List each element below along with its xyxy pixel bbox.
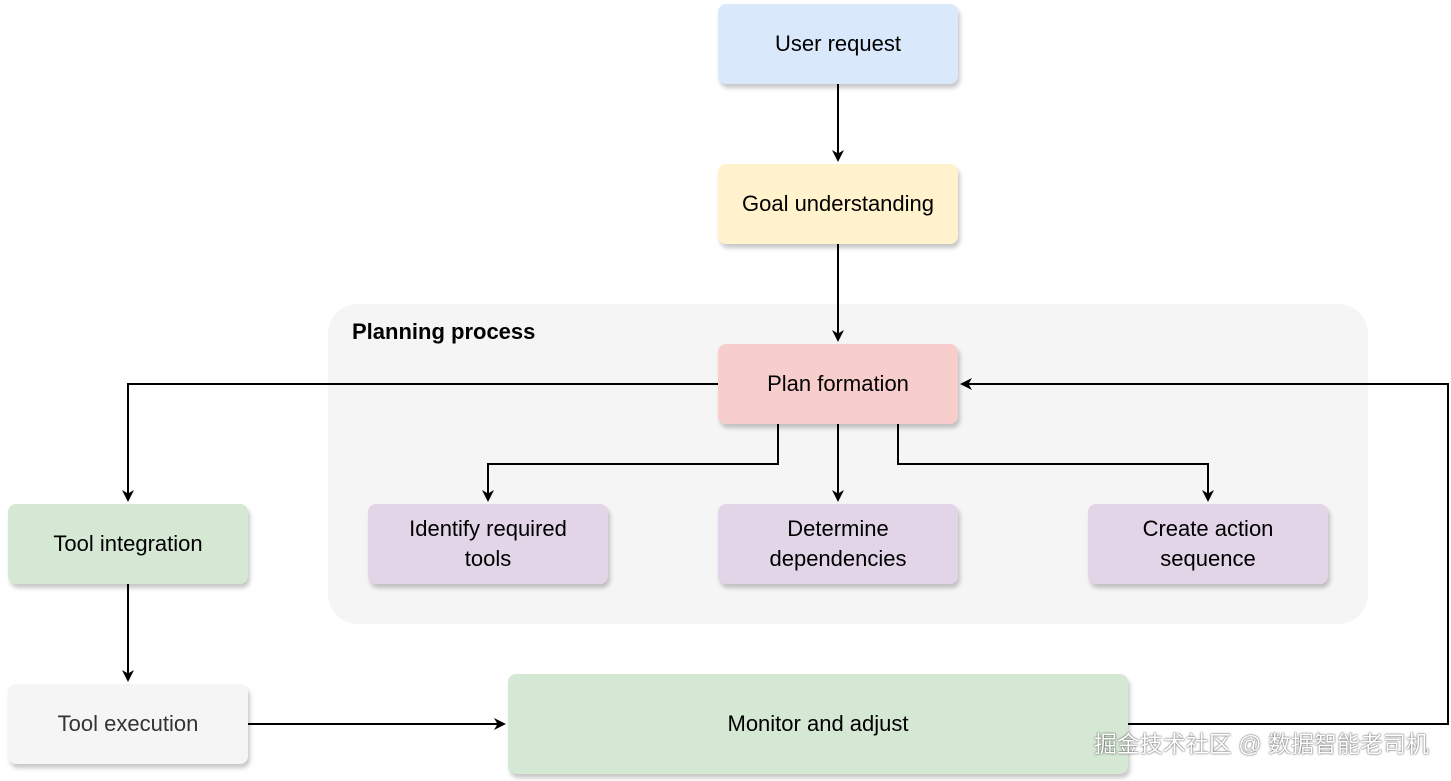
user-request-node[interactable]: User request — [718, 4, 958, 84]
watermark-text: 掘金技术社区 @ 数据智能老司机 — [1093, 731, 1429, 757]
identify-required-tools-node[interactable]: Identify required tools — [368, 504, 608, 584]
tool-integration-label: Tool integration — [53, 531, 203, 556]
monitor-and-adjust-label: Monitor and adjust — [727, 711, 909, 736]
determine-dependencies-label-line-1: Determine — [787, 516, 889, 541]
create-action-sequence-label-line-2: sequence — [1160, 546, 1256, 571]
tool-integration-node[interactable]: Tool integration — [8, 504, 248, 584]
tool-execution-label: Tool execution — [57, 711, 199, 736]
create-action-sequence-node[interactable]: Create action sequence — [1088, 504, 1328, 584]
goal-understanding-node[interactable]: Goal understanding — [718, 164, 958, 244]
identify-tools-label-line-1: Identify required — [409, 516, 567, 541]
goal-understanding-label: Goal understanding — [741, 191, 935, 216]
user-request-label: User request — [775, 31, 901, 56]
monitor-and-adjust-node[interactable]: Monitor and adjust — [508, 674, 1128, 774]
identify-tools-label-line-2: tools — [464, 546, 512, 571]
plan-formation-label: Plan formation — [767, 371, 909, 396]
plan-formation-node[interactable]: Plan formation — [718, 344, 958, 424]
tool-execution-node[interactable]: Tool execution — [8, 684, 248, 764]
determine-dependencies-node[interactable]: Determine dependencies — [718, 504, 958, 584]
determine-dependencies-label-line-2: dependencies — [769, 546, 907, 571]
create-action-sequence-label-line-1: Create action — [1142, 516, 1274, 541]
planning-process-label: Planning process — [352, 319, 536, 344]
